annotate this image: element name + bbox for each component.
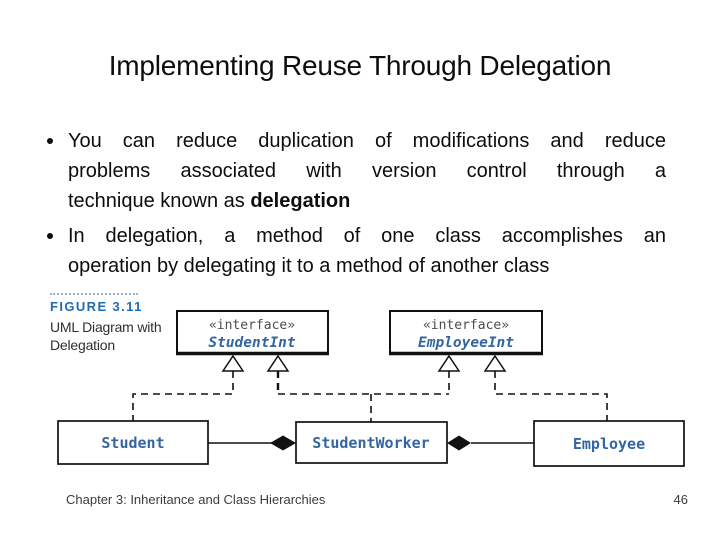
bullet-line: problems associated with version control… [68,160,666,182]
diamond-icon [447,435,471,451]
interface-name: EmployeeInt [418,335,514,351]
slide-title: Implementing Reuse Through Delegation [108,50,612,81]
class-box-studentworker: StudentWorker [295,421,448,464]
triangle-icon [483,354,507,372]
dashed-studentint-to-student [132,371,234,421]
bullet-last-line: operation by delegating it to a method o… [68,255,550,277]
triangle-icon [266,354,290,372]
bullet-last-line: technique known as delegation [68,190,351,212]
triangle-icon [437,354,461,372]
class-name: StudentWorker [312,434,429,452]
bullet-dot-icon [47,138,53,144]
bullet-item: In delegation, a method of one class acc… [40,221,666,281]
figure-label: FIGURE 3.11 UML Diagram with Delegation [50,293,168,354]
bullet-bold-term: delegation [250,190,351,212]
class-box-rect [533,420,685,467]
interface-stereotype: «interface» [209,318,295,333]
figure-caption: UML Diagram with Delegation [50,319,162,353]
bullet-line: In delegation, a method of one class acc… [68,225,666,247]
interface-stereotype: «interface» [423,318,509,333]
class-name: Employee [573,435,645,453]
interface-box-employeeint: «interface» EmployeeInt [389,310,543,356]
bullet-item: You can reduce duplication of modificati… [40,126,666,216]
interface-box-rect [389,310,543,355]
footer-page-number: 46 [673,492,688,507]
dashed-employeeint-to-employee [494,371,608,421]
interface-box-studentint: «interface» StudentInt [176,310,329,356]
interface-name: StudentInt [208,335,296,351]
class-name: Student [101,434,164,452]
triangle-icon [221,354,245,372]
class-box-rect [295,421,448,464]
diamond-icon [270,435,296,451]
class-box-student: Student [57,420,209,465]
class-box-employee: Employee [533,420,685,467]
bullet-line: You can reduce duplication of modificati… [68,130,666,152]
interface-box-rect [176,310,329,355]
figure-dotted-rule [50,293,138,295]
composition-links [208,435,534,451]
class-box-rect [57,420,209,465]
bullet-list: You can reduce duplication of modificati… [40,126,666,286]
figure-number: FIGURE 3.11 [50,299,143,314]
bullet-dot-icon [47,233,53,239]
realization-triangles [221,354,507,372]
realization-dashed-lines [132,371,608,422]
footer-chapter-text: Chapter 3: Inheritance and Class Hierarc… [66,492,326,507]
